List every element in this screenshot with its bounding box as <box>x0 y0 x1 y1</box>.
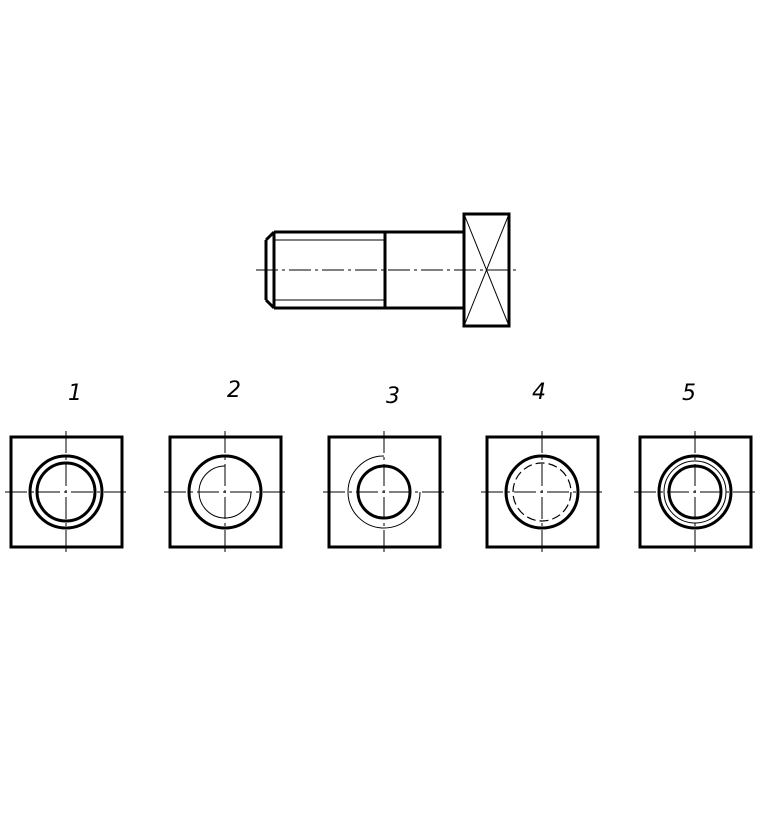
option-4[interactable]: 4 <box>481 380 604 553</box>
option-number: 4 <box>532 380 546 405</box>
middle-thin-circle <box>663 460 727 524</box>
inner-circle <box>356 464 412 520</box>
outer-circle <box>28 454 104 530</box>
bolt-front-view <box>256 212 520 328</box>
outer-circle <box>187 454 263 530</box>
option-number: 2 <box>227 378 241 403</box>
dashed-inner-circle <box>512 462 572 522</box>
option-number: 3 <box>386 384 400 409</box>
inner-circle <box>35 461 97 523</box>
outer-circle <box>504 454 580 530</box>
inner-circle <box>667 464 723 520</box>
option-2[interactable]: 2 <box>164 378 287 553</box>
thread-root-arc <box>198 465 252 519</box>
option-3[interactable]: 3 <box>323 384 446 553</box>
option-1[interactable]: 1 <box>5 381 128 553</box>
outer-circle <box>657 454 733 530</box>
outer-thread-arc <box>347 455 421 529</box>
option-5[interactable]: 5 <box>634 381 757 553</box>
option-number: 1 <box>68 381 82 406</box>
option-number: 5 <box>682 381 696 406</box>
bolt-head-diagonal <box>463 213 510 327</box>
